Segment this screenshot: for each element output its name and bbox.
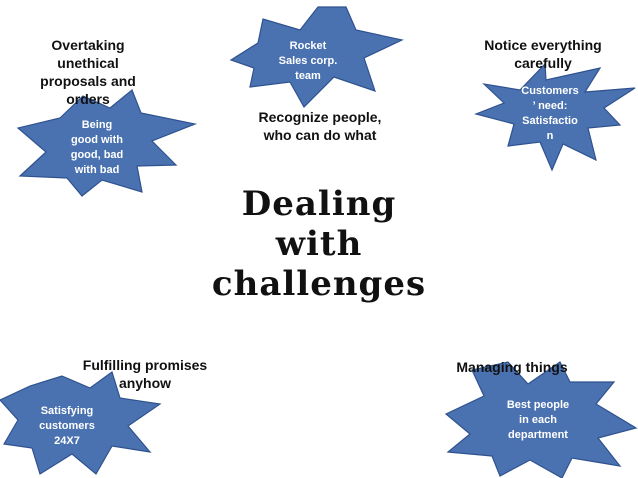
- notice-caption: Notice everything carefully: [476, 36, 610, 72]
- diagram-title: Dealing with challenges: [200, 184, 438, 304]
- rocket-burst: [229, 6, 404, 108]
- unethical-burst-label: Being good with good, bad with bad: [60, 118, 134, 178]
- unethical-caption-line: Overtaking: [51, 37, 125, 53]
- rocket-burst-line: Sales corp.: [278, 55, 338, 67]
- rocket-burst-line: Rocket: [289, 40, 327, 52]
- notice-burst-line: Satisfactio: [522, 115, 578, 127]
- promises-burst: [0, 371, 162, 475]
- notice-caption-line: carefully: [514, 55, 572, 71]
- notice-burst: [474, 62, 636, 172]
- managing-burst-line: department: [508, 429, 568, 441]
- title-line: Dealing: [241, 184, 397, 224]
- promises-burst-line: customers: [39, 420, 95, 432]
- unethical-caption: Overtaking unethical proposals and order…: [34, 36, 142, 108]
- notice-burst-line: n: [546, 130, 554, 142]
- notice-burst-line: ’ need:: [532, 100, 568, 112]
- unethical-caption-line: proposals and: [40, 73, 136, 89]
- rocket-burst-line: team: [295, 70, 321, 82]
- promises-caption-line: Fulfilling promises: [82, 357, 208, 373]
- rocket-burst-label: Rocket Sales corp. team: [268, 39, 348, 84]
- promises-burst-line: 24X7: [54, 435, 80, 447]
- unethical-burst-line: good with: [71, 134, 123, 146]
- managing-burst-line: in each: [519, 414, 557, 426]
- unethical-burst-line: good, bad: [70, 149, 124, 161]
- title-line: with: [275, 224, 363, 264]
- notice-burst-label: Customers ’ need: Satisfactio n: [514, 84, 586, 144]
- promises-caption: Fulfilling promises anyhow: [72, 356, 218, 392]
- promises-burst-label: Satisfying customers 24X7: [30, 404, 104, 449]
- managing-caption-line: Managing things: [456, 359, 568, 375]
- managing-caption: Managing things: [448, 358, 576, 376]
- notice-burst-line: Customers: [521, 85, 579, 97]
- unethical-caption-line: unethical: [57, 55, 119, 71]
- title-line: challenges: [211, 264, 427, 304]
- promises-caption-line: anyhow: [118, 375, 172, 391]
- rocket-caption-line: who can do what: [263, 127, 377, 143]
- unethical-burst-line: Being: [81, 119, 113, 131]
- unethical-caption-line: orders: [66, 91, 110, 107]
- rocket-caption: Recognize people, who can do what: [236, 108, 404, 144]
- unethical-burst: [16, 89, 198, 197]
- managing-burst: [444, 361, 638, 478]
- rocket-caption-line: Recognize people,: [258, 109, 382, 125]
- promises-burst-line: Satisfying: [40, 405, 94, 417]
- unethical-burst-line: with bad: [74, 164, 120, 176]
- managing-burst-label: Best people in each department: [496, 398, 580, 443]
- managing-burst-line: Best people: [506, 399, 570, 411]
- notice-caption-line: Notice everything: [484, 37, 602, 53]
